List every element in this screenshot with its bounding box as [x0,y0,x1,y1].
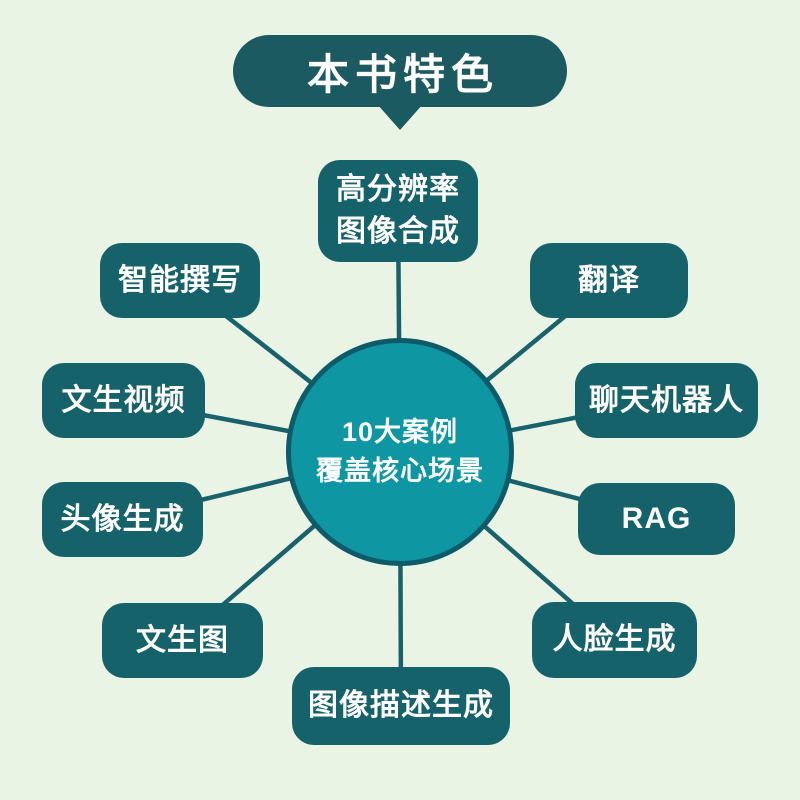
node-translation: 翻译 [530,243,688,318]
banner-pointer-icon [377,104,423,130]
node-chatbot: 聊天机器人 [575,363,758,438]
node-label: 头像生成 [60,502,185,536]
node-label: 翻译 [578,263,640,297]
node-face-generation: 人脸生成 [532,602,697,678]
page-title: 本书特色 [306,50,499,98]
node-high-res-image-synthesis: 高分辨率 图像合成 [318,160,478,262]
node-text-to-image: 文生图 [102,603,263,678]
node-label: 文生图 [136,623,229,657]
center-hub: 10大案例 覆盖核心场景 [286,338,514,566]
node-smart-writing: 智能撰写 [100,243,260,318]
node-rag: RAG [578,483,735,555]
node-text-to-video: 文生视频 [42,363,205,438]
node-label: 高分辨率 图像合成 [336,173,460,248]
hub-line-1: 10大案例 [341,416,459,447]
node-label: 图像描述生成 [308,689,494,722]
node-label: 智能撰写 [118,263,242,297]
title-banner: 本书特色 [233,35,567,107]
node-label: 文生视频 [61,383,186,417]
node-avatar-generation: 头像生成 [42,482,203,557]
node-label: 人脸生成 [552,623,677,656]
hub-line-2: 覆盖核心场景 [316,456,484,486]
node-label: 聊天机器人 [589,383,744,417]
node-image-captioning: 图像描述生成 [292,667,510,745]
node-label: RAG [621,502,692,535]
